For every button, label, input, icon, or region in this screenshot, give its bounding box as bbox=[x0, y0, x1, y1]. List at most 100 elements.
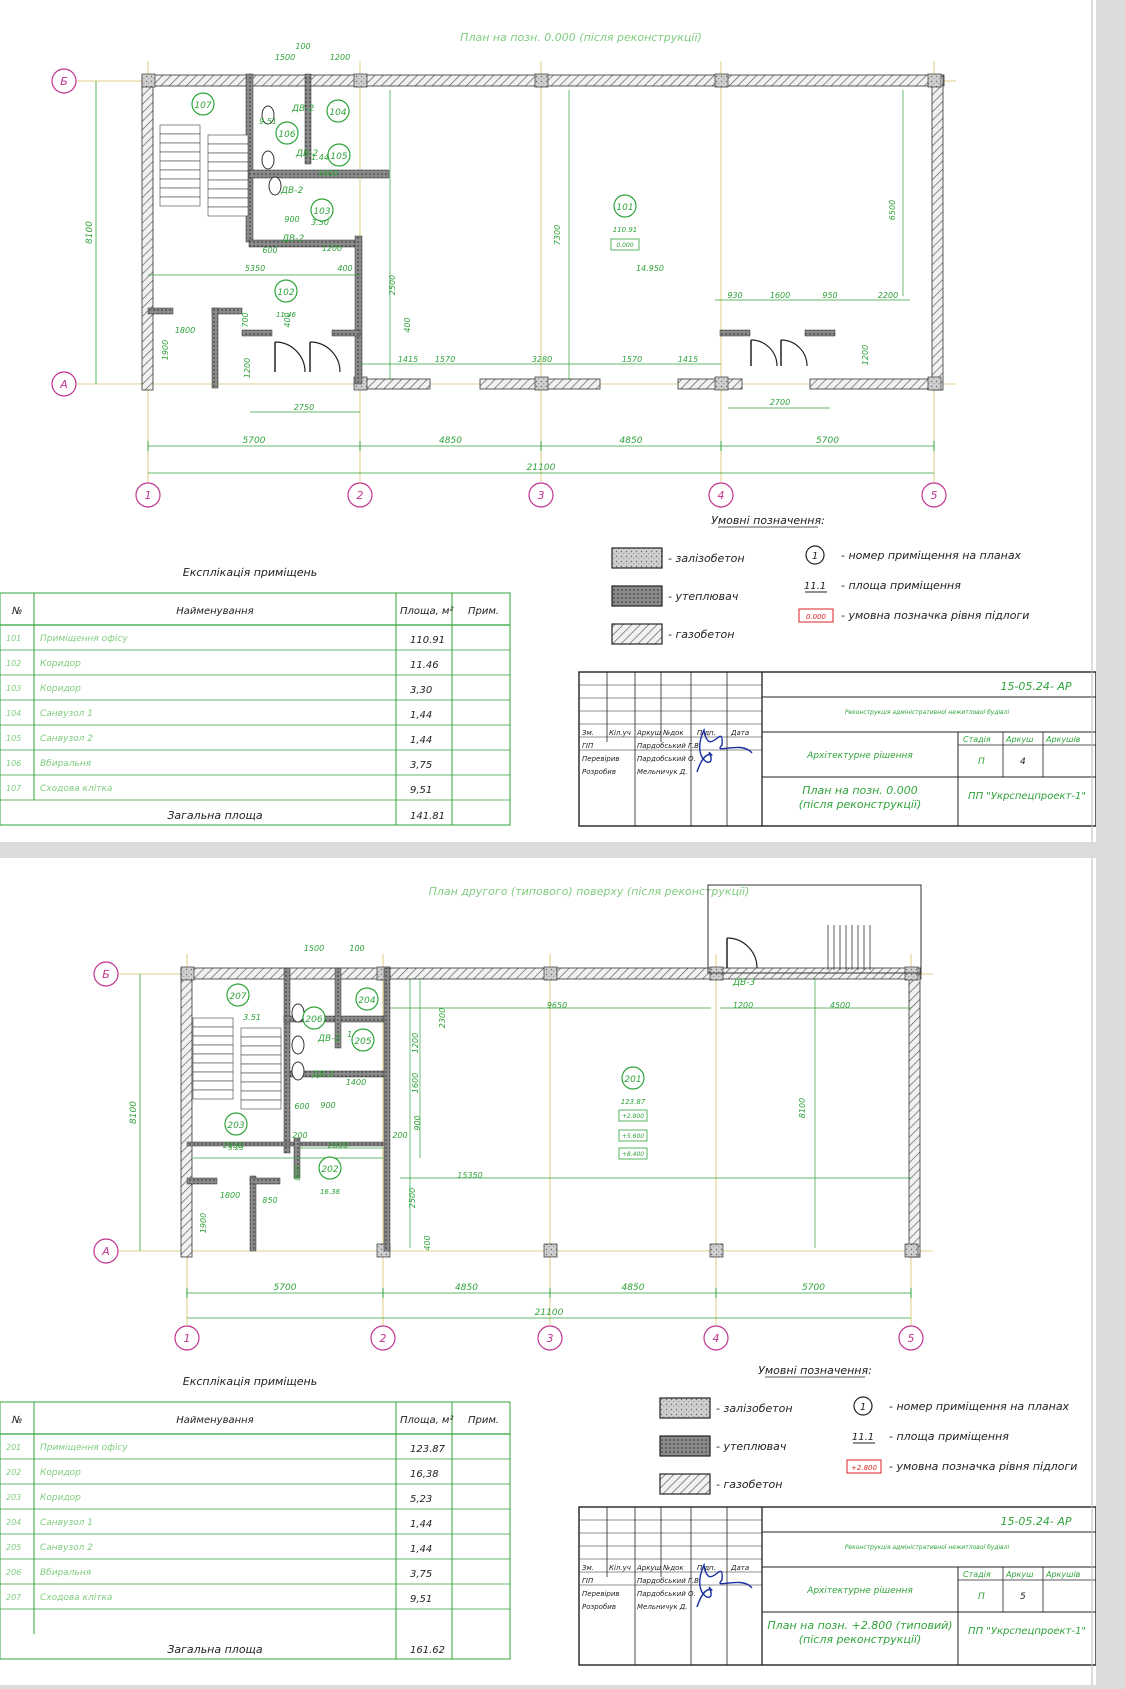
table-header: Площа, м² bbox=[400, 1415, 454, 1426]
axis-bubble bbox=[51, 68, 77, 94]
dimension-value: 5350 bbox=[245, 264, 265, 273]
table-cell-area: 9,51 bbox=[410, 785, 432, 796]
partition-wall bbox=[211, 307, 219, 389]
partition-wall bbox=[248, 169, 390, 179]
partition-wall bbox=[334, 967, 342, 1049]
toilet-fixture bbox=[261, 105, 275, 125]
table-cell-number: 205 bbox=[6, 1543, 21, 1552]
room-number-tag bbox=[355, 987, 379, 1011]
table-cell-number: 204 bbox=[6, 1518, 21, 1527]
dimension-value: 1900 bbox=[199, 1213, 208, 1233]
stamp-stage: П bbox=[978, 1592, 985, 1602]
stamp-sheet-number: 5 bbox=[1020, 1592, 1026, 1602]
legend-swatch bbox=[659, 1473, 711, 1495]
table-cell-number: 103 bbox=[6, 684, 21, 693]
partition-wall bbox=[241, 329, 273, 337]
door-swing bbox=[780, 339, 808, 367]
dimension-value: 400 bbox=[403, 317, 412, 332]
stamp-col-header: Зм. bbox=[582, 729, 594, 737]
stair-step bbox=[240, 1081, 282, 1092]
table-cell-name: Вбиральня bbox=[40, 1568, 92, 1578]
dimension-value: 1600 bbox=[411, 1073, 420, 1093]
door-label: ДВ-2 bbox=[311, 1070, 334, 1080]
dimension-value: 9.51 bbox=[259, 117, 277, 126]
stair-step bbox=[207, 152, 249, 163]
dimension-value: 1570 bbox=[622, 355, 642, 364]
column bbox=[543, 966, 558, 981]
dimension-value: 9650 bbox=[547, 1001, 567, 1010]
room-number-tag bbox=[621, 1066, 645, 1090]
stair-step bbox=[159, 160, 201, 171]
table-cell-area: 16,38 bbox=[410, 1469, 439, 1480]
partition-wall bbox=[186, 1177, 218, 1185]
stair-step bbox=[207, 134, 249, 145]
legend-symbol: 0.000 bbox=[806, 613, 827, 621]
axis-bubble bbox=[135, 482, 161, 508]
dimension-value: 7300 bbox=[553, 225, 562, 245]
dimension-value: 200 bbox=[392, 1131, 407, 1140]
stamp-stage: П bbox=[978, 757, 985, 767]
table-cell-name: Санвузол 2 bbox=[40, 1543, 93, 1553]
stair-step bbox=[240, 1036, 282, 1047]
stair-step bbox=[207, 188, 249, 199]
wall-bottom bbox=[677, 378, 722, 390]
dimension-value: 900 bbox=[284, 215, 299, 224]
legend-level-box bbox=[846, 1459, 882, 1474]
room-area: 110.91 bbox=[613, 226, 638, 234]
toilet-fixture bbox=[291, 1035, 305, 1055]
axis-bubble bbox=[537, 1325, 563, 1351]
dimension-value: 2700 bbox=[770, 398, 790, 407]
axis-bubble bbox=[921, 482, 947, 508]
room-number: 205 bbox=[354, 1037, 371, 1047]
axis-bubble bbox=[898, 1325, 924, 1351]
title-block bbox=[578, 671, 1096, 827]
dimension-value: 900 bbox=[320, 1101, 335, 1110]
room-number: 107 bbox=[194, 101, 211, 111]
axis-bubble bbox=[93, 1238, 119, 1264]
table-cell-number: 201 bbox=[6, 1443, 21, 1452]
dimension-value: 4850 bbox=[622, 1283, 645, 1293]
table-cell-name: Санвузол 2 bbox=[40, 734, 93, 744]
dimension-value: 1500 bbox=[304, 944, 324, 953]
legend-material-label: - залізобетон bbox=[716, 1402, 793, 1415]
stamp-sheet-title: План на позн. +2.800 (типовий) bbox=[767, 1619, 952, 1632]
legend-material-label: - газобетон bbox=[668, 628, 734, 641]
dimension-value: 2500 bbox=[408, 1188, 417, 1208]
legend-level-box bbox=[798, 608, 834, 623]
dimension-value: 600 bbox=[262, 246, 277, 255]
room-number: 204 bbox=[358, 996, 375, 1006]
axis-bubble bbox=[93, 961, 119, 987]
title-block bbox=[578, 1506, 1096, 1666]
dimension-value: 1200 bbox=[330, 53, 350, 62]
table-cell-name: Приміщення офісу bbox=[40, 1443, 128, 1453]
stair-step bbox=[159, 133, 201, 144]
stair-step bbox=[159, 187, 201, 198]
dimension-value: 100 bbox=[295, 42, 310, 51]
drawing-sheet-2: План другого (типового) поверху (після р… bbox=[0, 858, 1096, 1685]
axis-bubble bbox=[370, 1325, 396, 1351]
dimension-value: 1200 bbox=[733, 1001, 753, 1010]
door-label: ДВ-2 bbox=[317, 1034, 340, 1044]
stamp-role: ГІП bbox=[582, 742, 594, 750]
legend-symbol: 1 bbox=[860, 1402, 866, 1413]
room-number-tag bbox=[275, 121, 299, 145]
dimension-value: 1570 bbox=[435, 355, 455, 364]
stair-step bbox=[159, 151, 201, 162]
table-cell-number: 102 bbox=[6, 659, 21, 668]
legend-material-label: - залізобетон bbox=[668, 552, 745, 565]
stamp-col-header: Дата bbox=[730, 729, 749, 737]
partition-wall bbox=[283, 967, 291, 1154]
dimension-value: 4850 bbox=[620, 436, 643, 446]
stair-step bbox=[207, 143, 249, 154]
room-number-tag bbox=[327, 143, 351, 167]
dimension-value: 700 bbox=[241, 312, 250, 327]
legend-title: Умовні позначення: bbox=[758, 1364, 872, 1377]
explication-title: Експлікація приміщень bbox=[183, 1375, 317, 1388]
stair-step bbox=[159, 124, 201, 135]
room-area: 5.23 bbox=[228, 1144, 244, 1152]
stamp-sheet-number: 4 bbox=[1020, 757, 1026, 767]
plan-title: План на позн. 0.000 (після реконструкції… bbox=[460, 31, 702, 44]
column bbox=[904, 1243, 919, 1258]
axis-number: 5 bbox=[908, 1332, 915, 1345]
stamp-stage-header: Аркуш bbox=[1005, 735, 1034, 744]
